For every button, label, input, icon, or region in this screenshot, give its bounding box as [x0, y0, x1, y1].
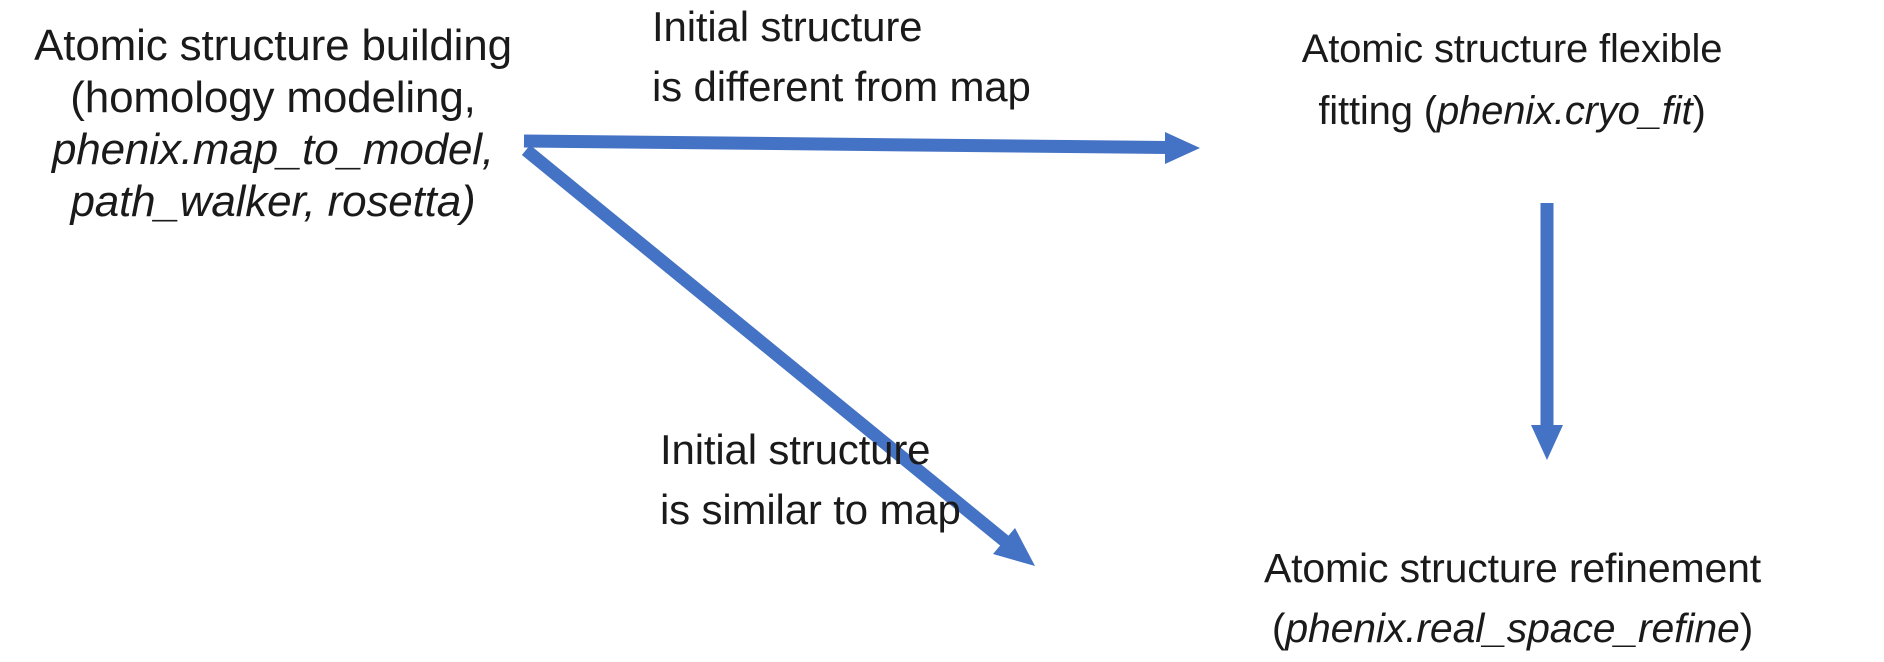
node-refinement-line2-prefix: (	[1271, 605, 1286, 651]
node-refinement-line2: (phenix.real_space_refine)	[1255, 598, 1770, 658]
right-arrow-icon	[523, 132, 1200, 164]
label-different-line1: Initial structure	[652, 3, 923, 50]
arrow-shaft	[523, 134, 1168, 154]
label-similar-line2: is similar to map	[660, 486, 961, 533]
label-different-line2: is different from map	[652, 63, 1031, 110]
node-refinement-line1: Atomic structure refinement	[1264, 545, 1761, 591]
node-atomic-structure-refinement: Atomic structure refinement (phenix.real…	[1255, 538, 1770, 658]
node-building-line3: phenix.map_to_model,	[52, 125, 494, 174]
arrow-head	[993, 528, 1035, 566]
node-atomic-structure-building: Atomic structure building (homology mode…	[8, 20, 538, 228]
label-similar-line1: Initial structure	[660, 426, 931, 473]
down-arrow-icon	[1531, 203, 1563, 460]
label-initial-structure-similar: Initial structure is similar to map	[660, 420, 961, 540]
node-fitting-line2-suffix: )	[1692, 89, 1706, 133]
arrow-head	[1165, 132, 1200, 164]
arrow-head	[1531, 425, 1563, 460]
label-initial-structure-different: Initial structure is different from map	[652, 0, 1031, 117]
node-fitting-line2: fitting (phenix.cryo_fit)	[1262, 80, 1762, 142]
node-building-line2: (homology modeling,	[70, 73, 476, 122]
node-refinement-line2-code: phenix.real_space_refine	[1285, 605, 1740, 651]
node-refinement-line2-suffix: )	[1739, 605, 1754, 651]
node-building-line1: Atomic structure building	[34, 21, 512, 70]
node-building-line4: path_walker, rosetta)	[70, 177, 476, 226]
node-atomic-structure-flexible-fitting: Atomic structure flexible fitting (pheni…	[1262, 18, 1762, 142]
node-fitting-line2-prefix: fitting (	[1318, 89, 1437, 133]
node-fitting-line2-code: phenix.cryo_fit	[1436, 89, 1693, 133]
node-fitting-line1: Atomic structure flexible	[1301, 27, 1723, 71]
